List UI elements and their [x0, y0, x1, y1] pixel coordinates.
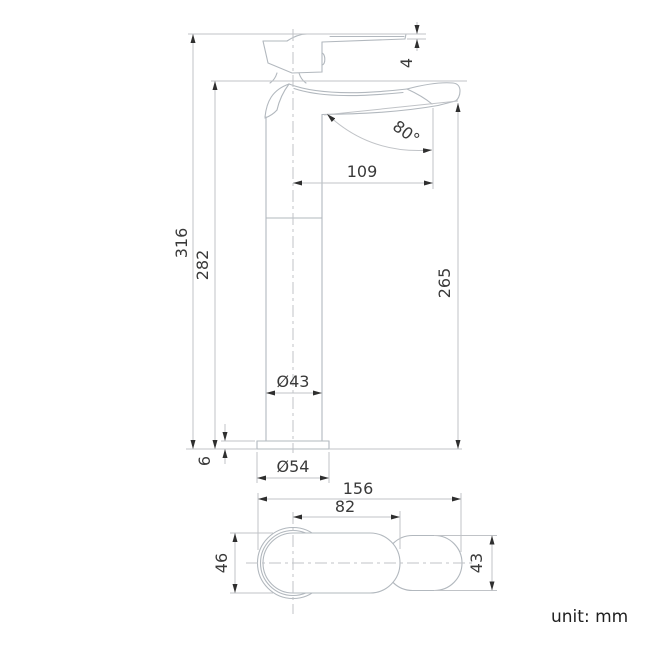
handle-body-edge [262, 40, 323, 74]
dim-total-height: 316 [172, 34, 196, 449]
dim-height-to-deck: 282 [193, 81, 218, 449]
faucet-spout-outline [264, 82, 461, 119]
faucet-handle-outline [262, 33, 407, 84]
spout-top-edge [406, 82, 461, 92]
dim-spout-outlet-height-label: 265 [435, 268, 454, 299]
dim-base-diameter-label: Ø54 [277, 457, 310, 476]
handle-lever-bottom-edge [321, 38, 406, 43]
dim-handle-length: 82 [293, 497, 400, 520]
dim-overall-length-label: 156 [343, 479, 374, 498]
dim-handle-length-label: 82 [335, 497, 355, 516]
handle-lever-tip-edge [404, 33, 407, 40]
dim-total-height-label: 316 [172, 228, 191, 259]
dim-lever-thickness: 4 [397, 22, 420, 68]
dim-body-width-label: 46 [212, 553, 231, 573]
dim-base-plate-height: 6 [195, 424, 228, 466]
dim-height-to-deck-label: 282 [193, 250, 212, 281]
left-horn-base-curve [264, 109, 278, 119]
dim-lever-thickness-label: 4 [397, 58, 416, 68]
top-view: 156 82 46 43 [212, 479, 497, 614]
front-view: 316 282 265 109 80° 4 [172, 22, 467, 483]
dim-overall-length: 156 [258, 479, 461, 502]
deck-inner-line [293, 87, 404, 97]
left-horn-inner-curve [276, 83, 290, 111]
dim-body-width: 46 [212, 533, 238, 593]
faucet-body-outline [265, 113, 323, 442]
cartridge-bump [321, 52, 326, 66]
deck-top-line [288, 83, 408, 94]
dim-base-diameter: Ø54 [257, 457, 329, 481]
spout-tip-edge [454, 90, 461, 102]
dim-base-plate-height-label: 6 [195, 456, 214, 466]
dim-spout-angle: 80° [323, 100, 459, 154]
dim-spout-reach-label: 109 [347, 162, 378, 181]
dim-spout-width: 43 [467, 535, 495, 591]
unit-note: unit: mm [551, 607, 628, 627]
dim-body-diameter-label: Ø43 [277, 372, 310, 391]
dim-spout-reach: 109 [293, 162, 433, 186]
right-horn-inner-curve [406, 88, 433, 105]
dim-spout-outlet-height: 265 [435, 103, 461, 449]
dim-spout-width-label: 43 [467, 553, 486, 573]
left-horn-outer-curve [264, 83, 290, 118]
angle-arc [326, 113, 433, 154]
angle-reference-line [323, 100, 459, 116]
neck-right-edge [298, 72, 307, 84]
neck-left-edge [269, 72, 278, 84]
dim-spout-angle-label: 80° [389, 117, 423, 149]
dim-body-diameter: Ø43 [266, 372, 322, 396]
